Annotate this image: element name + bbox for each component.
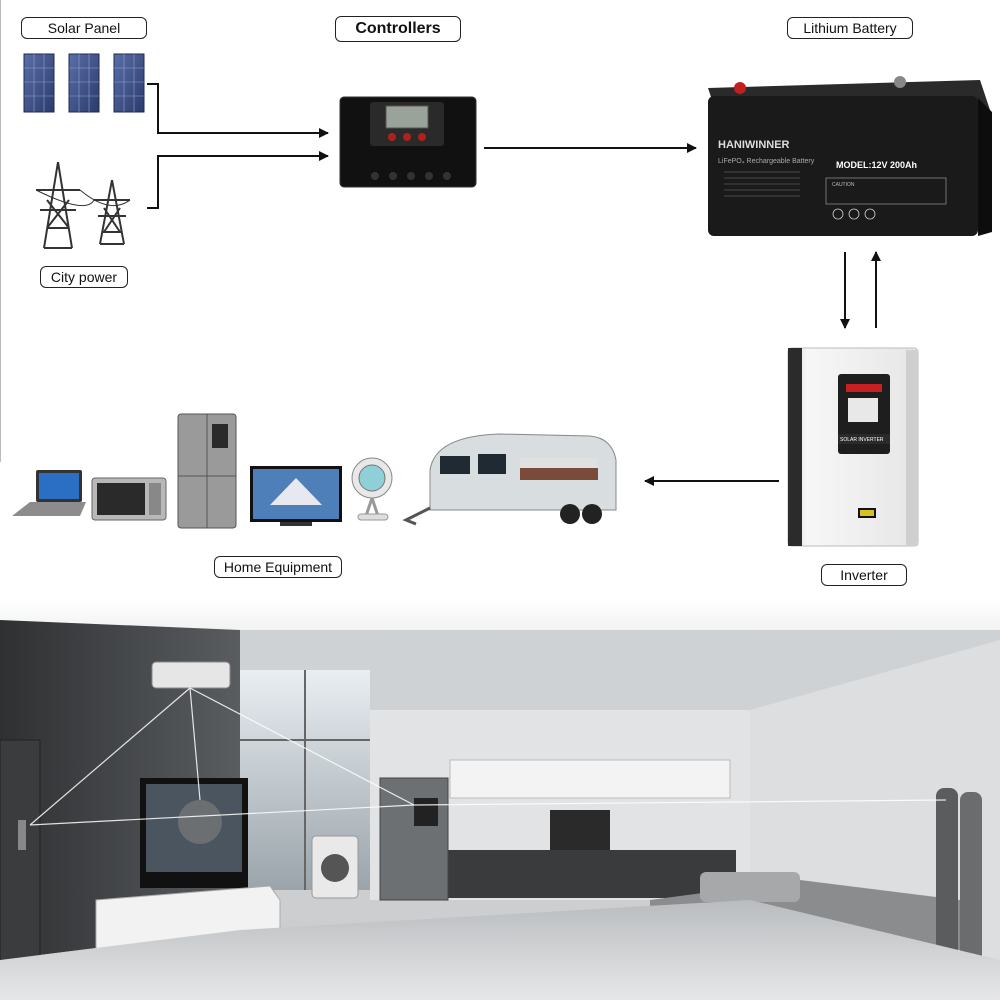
television-icon [250, 466, 342, 526]
arrow-city-to-controller [147, 151, 329, 209]
solar-panel-3 [113, 53, 145, 113]
air-conditioner [151, 661, 231, 689]
floor [0, 900, 1000, 1000]
home-equipment-label: Home Equipment [214, 556, 342, 578]
inverter-label: Inverter [821, 564, 907, 586]
city-power-label: City power [40, 266, 128, 288]
air-purifier [936, 788, 958, 958]
solar-panel-label: Solar Panel [21, 17, 147, 39]
battery-caution: CAUTION [832, 182, 855, 188]
microwave-icon [91, 477, 167, 521]
door-lock [18, 820, 26, 850]
controllers-label: Controllers [335, 16, 461, 42]
solar-panel-2 [68, 53, 100, 113]
upper-cabinets [449, 759, 731, 799]
smart-home-room-illustration [0, 600, 1000, 1000]
fan-icon [351, 457, 393, 521]
battery-subtitle: LiFePO₄ Rechargeable Battery [718, 158, 815, 165]
arrow-solar-to-controller [147, 83, 329, 138]
solar-panel-1 [23, 53, 55, 113]
inverter-panel-label: SOLAR INVERTER [840, 437, 884, 443]
lithium-battery-illustration: HANIWINNER LiFePO₄ Rechargeable Battery … [708, 76, 992, 236]
lithium-battery-label: Lithium Battery [787, 17, 913, 39]
charge-controller-illustration [339, 96, 477, 188]
battery-model: MODEL:12V 200Ah [836, 160, 917, 170]
battery-brand: HANIWINNER [718, 139, 790, 151]
oven [550, 810, 610, 850]
power-towers [35, 161, 131, 249]
laptop-icon [12, 470, 86, 516]
inverter-illustration: SOLAR INVERTER [787, 347, 919, 547]
refrigerator-icon [177, 413, 237, 529]
left-edge-line [0, 0, 1, 462]
kitchen-counter [446, 850, 736, 898]
system-diagram: HANIWINNER LiFePO₄ Rechargeable Battery … [12, 53, 992, 547]
solar-panels [23, 53, 145, 113]
home-equipment-group [12, 413, 617, 529]
kitchen-fridge [379, 777, 449, 901]
caravan-icon [402, 433, 617, 526]
smart-connection-lines [29, 687, 947, 826]
